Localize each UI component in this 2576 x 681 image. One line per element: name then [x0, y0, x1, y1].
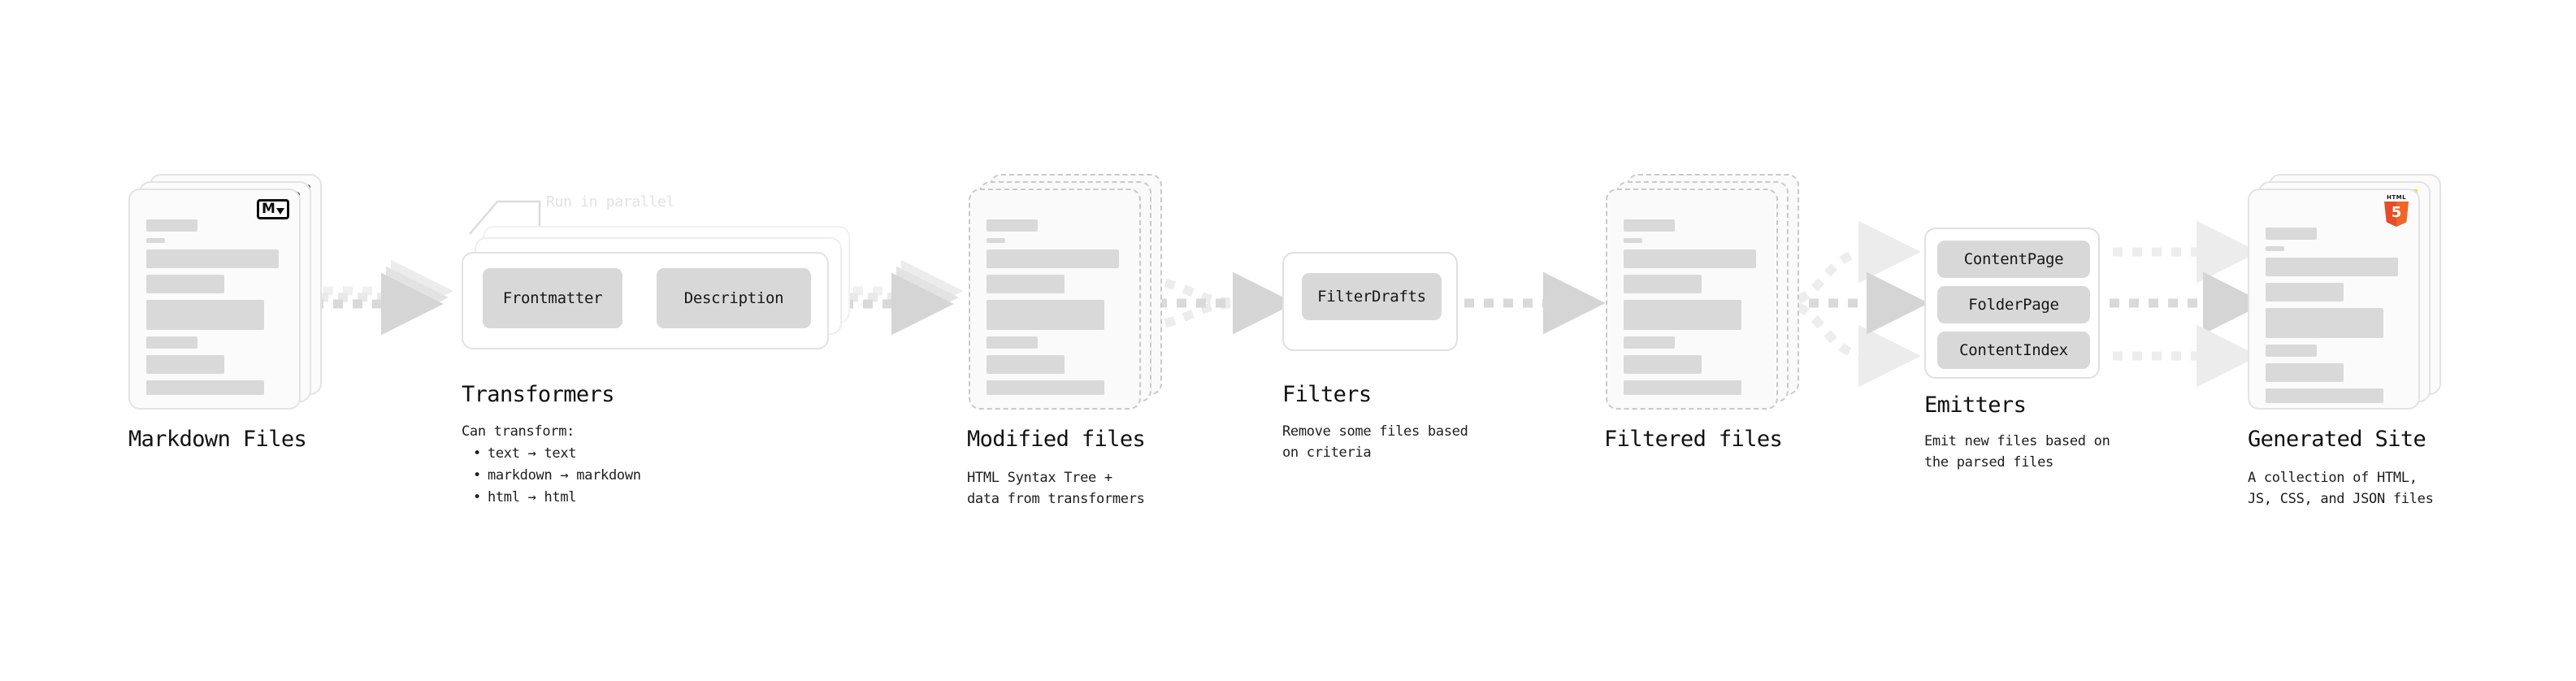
skeleton-content — [1624, 219, 1762, 401]
skeleton-bar — [987, 238, 1005, 243]
transformers-description: Can transform: text → text markdown → ma… — [462, 421, 641, 508]
modified-file-stack — [969, 174, 1162, 424]
filtered-card-front — [1606, 189, 1778, 410]
skeleton-bar — [2266, 283, 2344, 301]
skeleton-content — [146, 219, 284, 401]
skeleton-bar — [146, 249, 279, 268]
markdown-card-front: M — [128, 189, 301, 410]
skeleton-bar — [146, 238, 165, 243]
skeleton-bar — [1624, 380, 1741, 395]
stage-markdown-files: M M M — [128, 174, 322, 424]
caption-filters: Filters — [1282, 382, 1372, 407]
skeleton-bar — [146, 336, 197, 349]
emitter-chip-contentpage[interactable]: ContentPage — [1937, 241, 2090, 278]
emitters-description: Emit new files based on the parsed files — [1924, 433, 2110, 471]
filters-description: Remove some files based on criteria — [1282, 423, 1468, 462]
skeleton-bar — [987, 355, 1065, 374]
skeleton-bar — [987, 219, 1038, 232]
caption-markdown-files: Markdown Files — [128, 427, 307, 452]
html5-icon: HTML 5 — [2383, 195, 2410, 228]
skeleton-bar — [1624, 300, 1741, 330]
caption-emitters: Emitters — [1924, 393, 2027, 418]
transformers-box-front: Frontmatter Description — [462, 252, 829, 349]
emitter-chip-folderpage[interactable]: FolderPage — [1937, 286, 2090, 323]
parallel-annotation: Run in parallel — [546, 193, 675, 210]
skeleton-bar — [987, 300, 1104, 330]
emitter-chip-contentindex[interactable]: ContentIndex — [1937, 332, 2090, 369]
arrow-emitters-to-site — [2110, 220, 2266, 388]
caption-modified-files: Modified files — [967, 427, 1146, 452]
caption-transformers: Transformers — [462, 382, 614, 407]
arrow-markdown-to-transformers — [314, 259, 453, 336]
transformers-capability-list: text → text markdown → markdown html → h… — [462, 443, 641, 509]
list-item: html → html — [473, 487, 641, 509]
skeleton-bar — [2266, 246, 2284, 251]
markdown-file-stack: M M M — [128, 174, 322, 424]
skeleton-content — [2266, 228, 2404, 410]
list-item: text → text — [473, 443, 641, 465]
skeleton-bar — [146, 380, 264, 395]
filtered-file-stack — [1606, 174, 1799, 424]
skeleton-bar — [1624, 238, 1642, 243]
transformer-chip-frontmatter[interactable]: Frontmatter — [483, 268, 622, 328]
stage-generated-site: CSS HTML 5 — [2248, 174, 2441, 424]
skeleton-bar — [987, 380, 1104, 395]
generated-card-html: HTML 5 — [2248, 189, 2420, 410]
skeleton-bar — [1624, 355, 1702, 374]
skeleton-bar — [1624, 219, 1675, 232]
modified-files-description: HTML Syntax Tree + data from transformer… — [967, 470, 1145, 508]
skeleton-bar — [2266, 388, 2383, 403]
skeleton-bar — [2266, 228, 2317, 240]
markdown-icon: M — [257, 199, 289, 219]
skeleton-bar — [1624, 249, 1756, 268]
skeleton-bar — [146, 275, 224, 293]
transformer-chip-description[interactable]: Description — [657, 268, 811, 328]
stage-filtered-files — [1606, 174, 1799, 424]
skeleton-bar — [146, 300, 264, 330]
list-item: markdown → markdown — [473, 465, 641, 487]
stage-modified-files — [969, 174, 1162, 424]
caption-generated-site: Generated Site — [2248, 427, 2426, 452]
emitters-box: ContentPage FolderPage ContentIndex — [1924, 228, 2100, 379]
modified-card-front — [969, 189, 1141, 410]
generated-site-description: A collection of HTML, JS, CSS, and JSON … — [2248, 470, 2434, 508]
skeleton-bar — [2266, 258, 2398, 276]
generated-site-stack: CSS HTML 5 — [2248, 174, 2441, 424]
skeleton-bar — [1624, 336, 1675, 349]
caption-filtered-files: Filtered files — [1604, 427, 1783, 452]
filters-box: FilterDrafts — [1282, 252, 1458, 351]
skeleton-bar — [987, 336, 1038, 349]
skeleton-bar — [987, 249, 1119, 268]
skeleton-bar — [146, 219, 197, 232]
skeleton-content — [987, 219, 1125, 401]
down-arrow-glyph — [275, 207, 284, 215]
filter-chip-filterdrafts[interactable]: FilterDrafts — [1302, 273, 1442, 320]
html5-shield: 5 — [2384, 202, 2409, 227]
skeleton-bar — [146, 355, 224, 374]
skeleton-bar — [2266, 363, 2344, 382]
transformers-description-heading: Can transform: — [462, 423, 575, 440]
skeleton-bar — [1624, 275, 1702, 293]
skeleton-bar — [987, 275, 1065, 293]
skeleton-bar — [2266, 345, 2317, 357]
skeleton-bar — [2266, 308, 2383, 338]
